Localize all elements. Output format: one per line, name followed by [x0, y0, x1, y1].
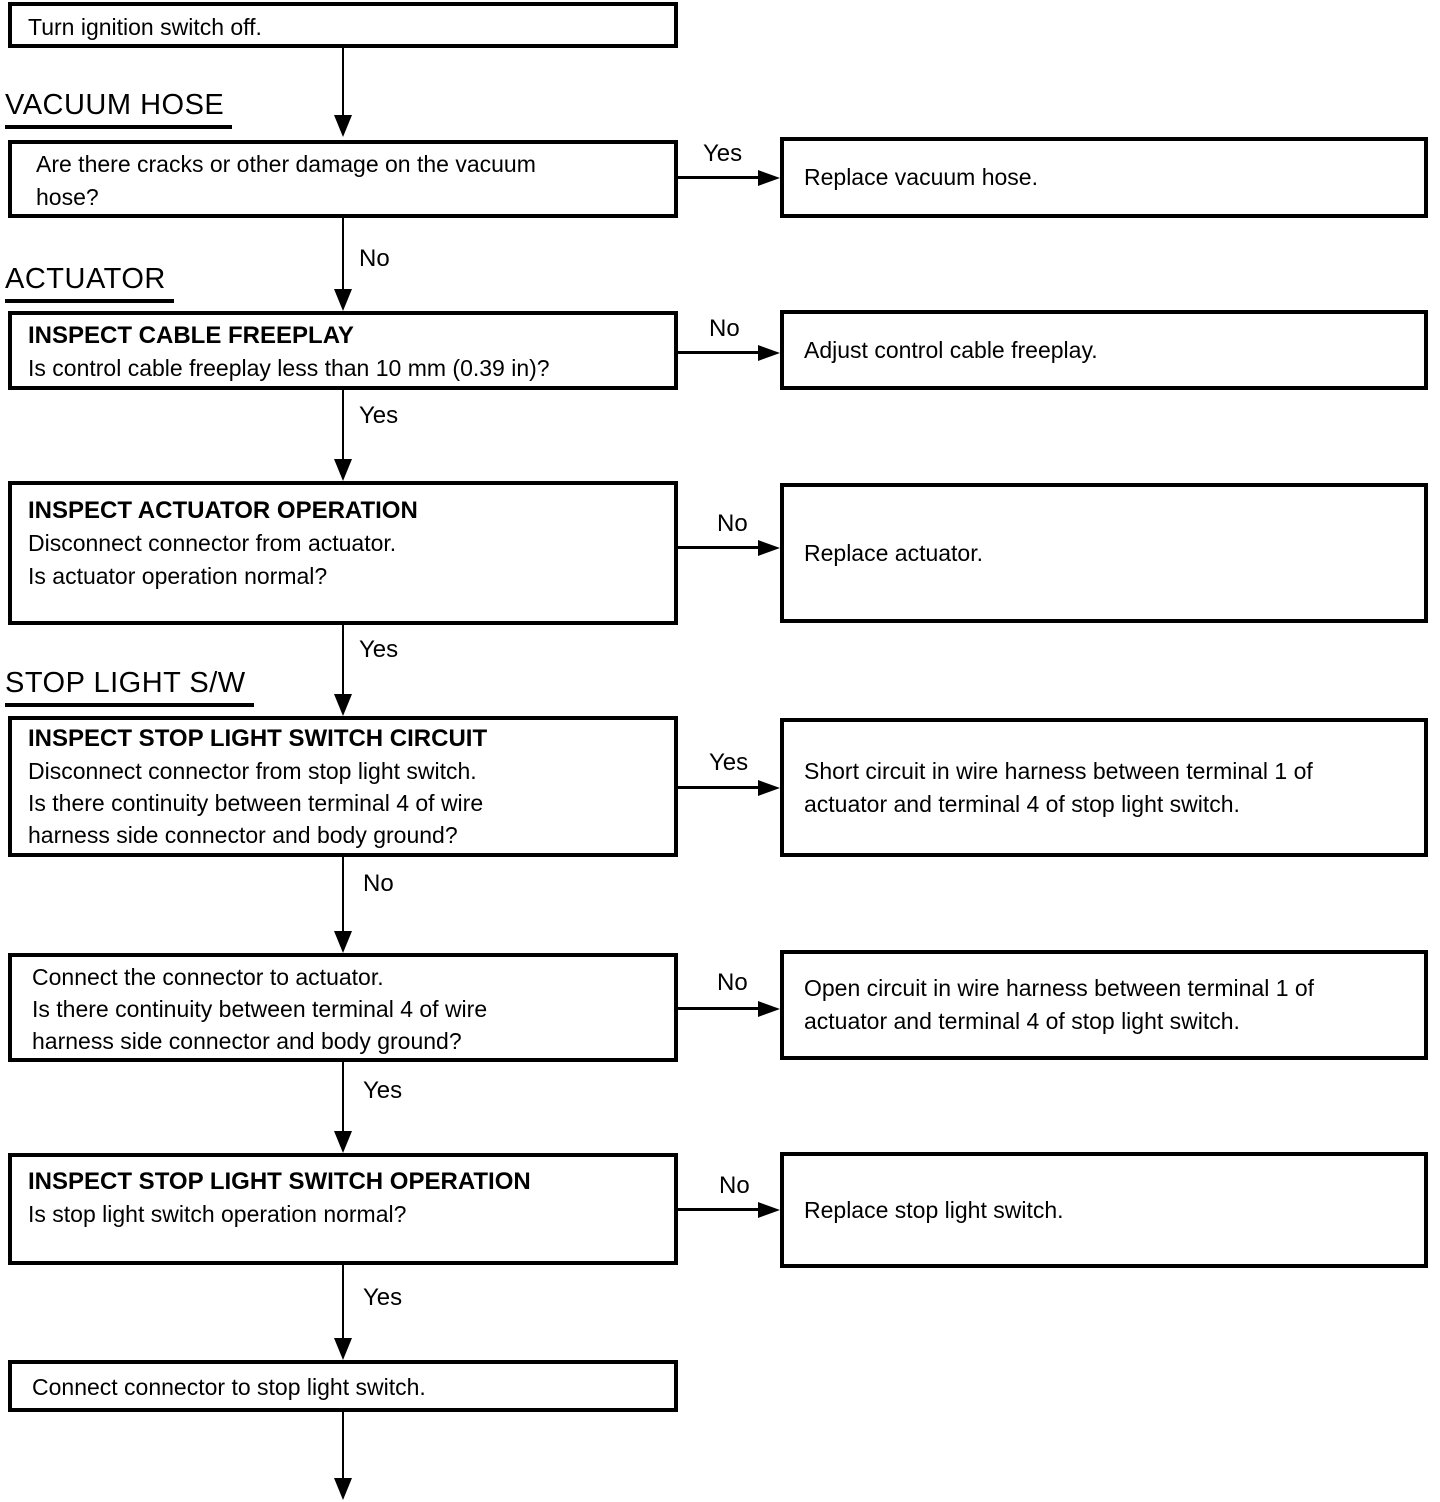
- result-open-circuit: Open circuit in wire harness between ter…: [780, 950, 1428, 1060]
- arrow-right-icon: [758, 540, 780, 556]
- arrow-right-icon: [758, 170, 780, 186]
- arrow-down-icon: [334, 1478, 352, 1500]
- arrow-down-icon: [334, 115, 352, 137]
- step-text: Is stop light switch operation normal?: [28, 1201, 407, 1227]
- step-text: Connect the connector to actuator. Is th…: [32, 964, 488, 1054]
- connector-line-right: [678, 351, 760, 354]
- step-inspect-actuator-operation: INSPECT ACTUATOR OPERATION Disconnect co…: [8, 481, 678, 625]
- branch-label-yes: Yes: [360, 1285, 406, 1311]
- step-text: Is control cable freeplay less than 10 m…: [28, 355, 550, 381]
- branch-label-no: No: [356, 246, 393, 272]
- arrow-right-icon: [758, 1202, 780, 1218]
- branch-label-yes: Yes: [360, 1078, 406, 1104]
- branch-label-no: No: [360, 871, 397, 897]
- result-replace-stop-light-switch: Replace stop light switch.: [780, 1152, 1428, 1268]
- connector-line-right: [678, 786, 760, 789]
- branch-label-no: No: [706, 316, 743, 342]
- arrow-down-icon: [334, 289, 352, 311]
- step-text: Disconnect connector from stop light swi…: [28, 758, 484, 848]
- connector-line-down: [342, 1062, 344, 1131]
- result-replace-vacuum-hose: Replace vacuum hose.: [780, 137, 1428, 218]
- arrow-down-icon: [334, 1338, 352, 1360]
- step-text: Disconnect connector from actuator. Is a…: [28, 530, 397, 589]
- step-inspect-cable-freeplay: INSPECT CABLE FREEPLAY Is control cable …: [8, 311, 678, 390]
- section-label-vacuum-hose: VACUUM HOSE: [5, 90, 233, 130]
- arrow-down-icon: [334, 931, 352, 953]
- result-text: Replace vacuum hose.: [804, 164, 1038, 190]
- arrow-down-icon: [334, 459, 352, 481]
- step-connect-connector-to-stop-light-switch: Connect connector to stop light switch.: [8, 1360, 678, 1412]
- arrow-right-icon: [758, 345, 780, 361]
- branch-label-yes: Yes: [356, 403, 402, 429]
- result-text: Adjust control cable freeplay.: [804, 336, 1098, 363]
- result-text: Replace stop light switch.: [804, 1196, 1064, 1223]
- connector-line-right: [678, 1208, 760, 1211]
- branch-label-yes: Yes: [356, 637, 402, 663]
- connector-line-down: [342, 1412, 344, 1478]
- step-text: Connect connector to stop light switch.: [32, 1374, 426, 1400]
- arrow-down-icon: [334, 694, 352, 716]
- connector-line-down: [342, 390, 344, 459]
- branch-label-no: No: [714, 970, 751, 996]
- step-title: INSPECT STOP LIGHT SWITCH CIRCUIT: [28, 725, 488, 752]
- arrow-down-icon: [334, 1131, 352, 1153]
- result-text: Replace actuator.: [804, 539, 984, 566]
- step-vacuum-hose-check: Are there cracks or other damage on the …: [8, 140, 678, 218]
- branch-label-yes: Yes: [706, 750, 752, 776]
- connector-line-down: [342, 857, 344, 931]
- step-title: INSPECT ACTUATOR OPERATION: [28, 497, 418, 524]
- result-short-circuit: Short circuit in wire harness between te…: [780, 718, 1428, 857]
- connector-line-right: [678, 1007, 760, 1010]
- result-adjust-control-cable-freeplay: Adjust control cable freeplay.: [780, 310, 1428, 390]
- connector-line-right: [678, 176, 760, 179]
- step-turn-ignition-off: Turn ignition switch off.: [8, 2, 678, 48]
- connector-line-down: [342, 48, 344, 115]
- branch-label-yes: Yes: [700, 141, 746, 167]
- step-title: INSPECT STOP LIGHT SWITCH OPERATION: [28, 1168, 531, 1195]
- step-inspect-stop-light-switch-circuit: INSPECT STOP LIGHT SWITCH CIRCUIT Discon…: [8, 716, 678, 857]
- branch-label-no: No: [716, 1173, 753, 1199]
- step-title: INSPECT CABLE FREEPLAY: [28, 322, 354, 349]
- step-inspect-stop-light-switch-operation: INSPECT STOP LIGHT SWITCH OPERATION Is s…: [8, 1153, 678, 1265]
- connector-line-down: [342, 1265, 344, 1338]
- result-text: Short circuit in wire harness between te…: [804, 757, 1313, 817]
- section-label-actuator: ACTUATOR: [5, 264, 174, 304]
- arrow-right-icon: [758, 780, 780, 796]
- step-text: Turn ignition switch off.: [28, 14, 262, 40]
- connector-line-down: [342, 625, 344, 694]
- connector-line-down: [342, 218, 344, 289]
- step-connect-connector-to-actuator: Connect the connector to actuator. Is th…: [8, 953, 678, 1062]
- section-label-stop-light-sw: STOP LIGHT S/W: [5, 668, 254, 708]
- result-text: Open circuit in wire harness between ter…: [804, 975, 1315, 1034]
- step-text: Are there cracks or other damage on the …: [36, 151, 536, 210]
- connector-line-right: [678, 546, 760, 549]
- result-replace-actuator: Replace actuator.: [780, 483, 1428, 623]
- arrow-right-icon: [758, 1001, 780, 1017]
- branch-label-no: No: [714, 511, 751, 537]
